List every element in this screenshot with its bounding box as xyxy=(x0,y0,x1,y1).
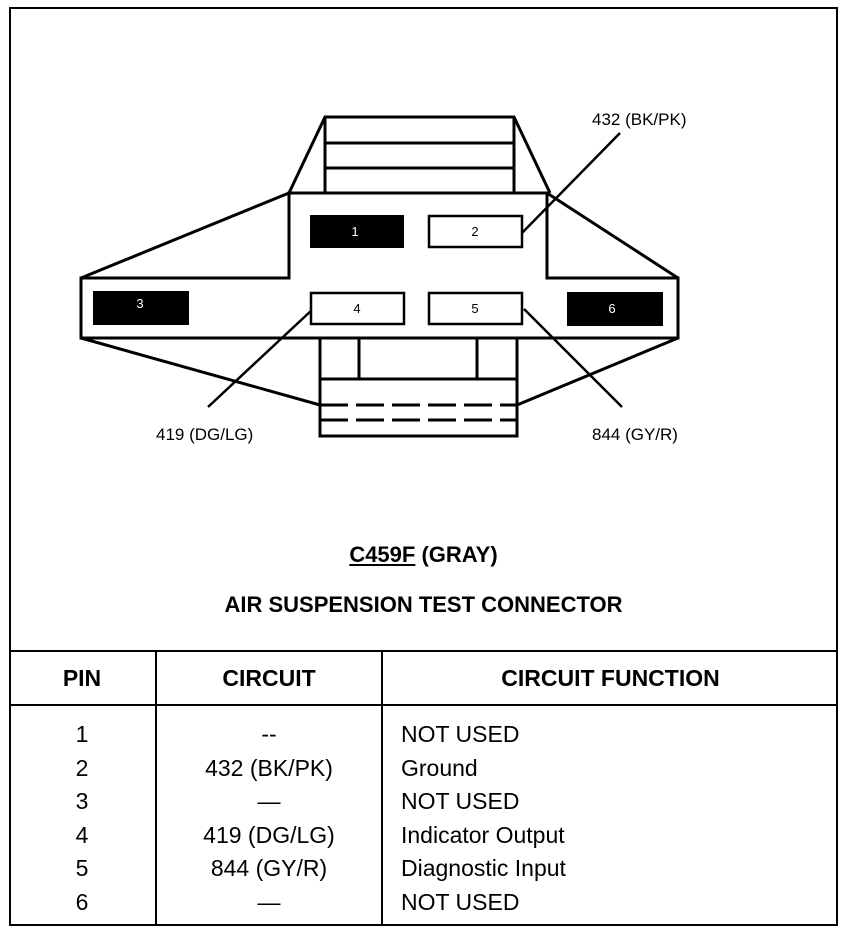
wing-top-left xyxy=(80,191,290,280)
pin-cell: 1 xyxy=(75,721,89,747)
pin-cell: 3 xyxy=(75,788,89,814)
pin-cavity-5 xyxy=(427,291,524,326)
function-column: NOT USED Ground NOT USED Indicator Outpu… xyxy=(381,705,838,926)
connector-name: AIR SUSPENSION TEST CONNECTOR xyxy=(224,592,623,617)
pin-cavity-4 xyxy=(309,291,406,326)
pin-cell: 4 xyxy=(75,821,89,848)
pin-cell: 2 xyxy=(75,754,89,781)
pin-column: 1 2 3 4 5 6 xyxy=(9,705,156,926)
table-header-row: PIN CIRCUIT CIRCUIT FUNCTION xyxy=(9,650,838,706)
pin-label-4: 4 xyxy=(353,301,360,316)
pin-cavity-1 xyxy=(310,215,404,248)
header-circuit-function: CIRCUIT FUNCTION xyxy=(381,650,838,706)
leader-419 xyxy=(207,308,314,408)
header-pin: PIN xyxy=(9,650,156,706)
function-cell: NOT USED xyxy=(401,788,520,814)
function-cell: NOT USED xyxy=(401,721,520,747)
pin-label-3: 3 xyxy=(136,296,143,311)
pin-table: PIN CIRCUIT CIRCUIT FUNCTION 1 2 3 4 5 6… xyxy=(9,650,838,926)
pin-cavity-6 xyxy=(567,292,663,326)
pin-cavity-2 xyxy=(427,214,524,249)
connector-title: C459F (GRAY) xyxy=(9,542,838,568)
pin-cell: 5 xyxy=(75,855,89,881)
function-cell: Diagnostic Input xyxy=(401,855,566,881)
circuit-cell: — xyxy=(257,888,281,915)
leader-844 xyxy=(523,308,623,408)
pin-cell: 6 xyxy=(75,888,89,915)
circuit-cell: 844 (GY/R) xyxy=(210,855,328,881)
pin-label-2: 2 xyxy=(471,224,478,239)
connector-color: (GRAY) xyxy=(421,542,498,567)
connector-id: C459F xyxy=(349,542,416,567)
table-body: 1 2 3 4 5 6 -- 432 (BK/PK) — 419 (DG/LG)… xyxy=(9,705,838,926)
leader-432 xyxy=(519,132,621,236)
circuit-cell: 419 (DG/LG) xyxy=(203,821,335,848)
circuit-column: -- 432 (BK/PK) — 419 (DG/LG) 844 (GY/R) … xyxy=(155,705,382,926)
function-cell: Indicator Output xyxy=(401,821,565,848)
pin-cavity-3 xyxy=(93,291,189,325)
circuit-cell: -- xyxy=(261,721,277,747)
wing-top-right xyxy=(546,191,679,280)
wing-bottom-right xyxy=(516,336,679,407)
callout-419: 419 (DG/LG) xyxy=(156,425,254,444)
bottom-housing xyxy=(318,336,519,438)
callout-432: 432 (BK/PK) xyxy=(592,110,687,129)
pin-label-1: 1 xyxy=(351,224,358,239)
circuit-cell: — xyxy=(257,788,281,814)
pin-label-6: 6 xyxy=(608,301,615,316)
circuit-cell: 432 (BK/PK) xyxy=(205,754,333,781)
function-cell: Ground xyxy=(401,754,478,781)
callout-844: 844 (GY/R) xyxy=(592,425,678,444)
pin-label-5: 5 xyxy=(471,301,478,316)
connector-drawing: 1 2 3 4 5 6 xyxy=(79,115,680,438)
wing-bottom-left xyxy=(80,336,321,407)
header-circuit: CIRCUIT xyxy=(155,650,382,706)
function-cell: NOT USED xyxy=(401,888,520,915)
latch-outline xyxy=(287,115,552,194)
